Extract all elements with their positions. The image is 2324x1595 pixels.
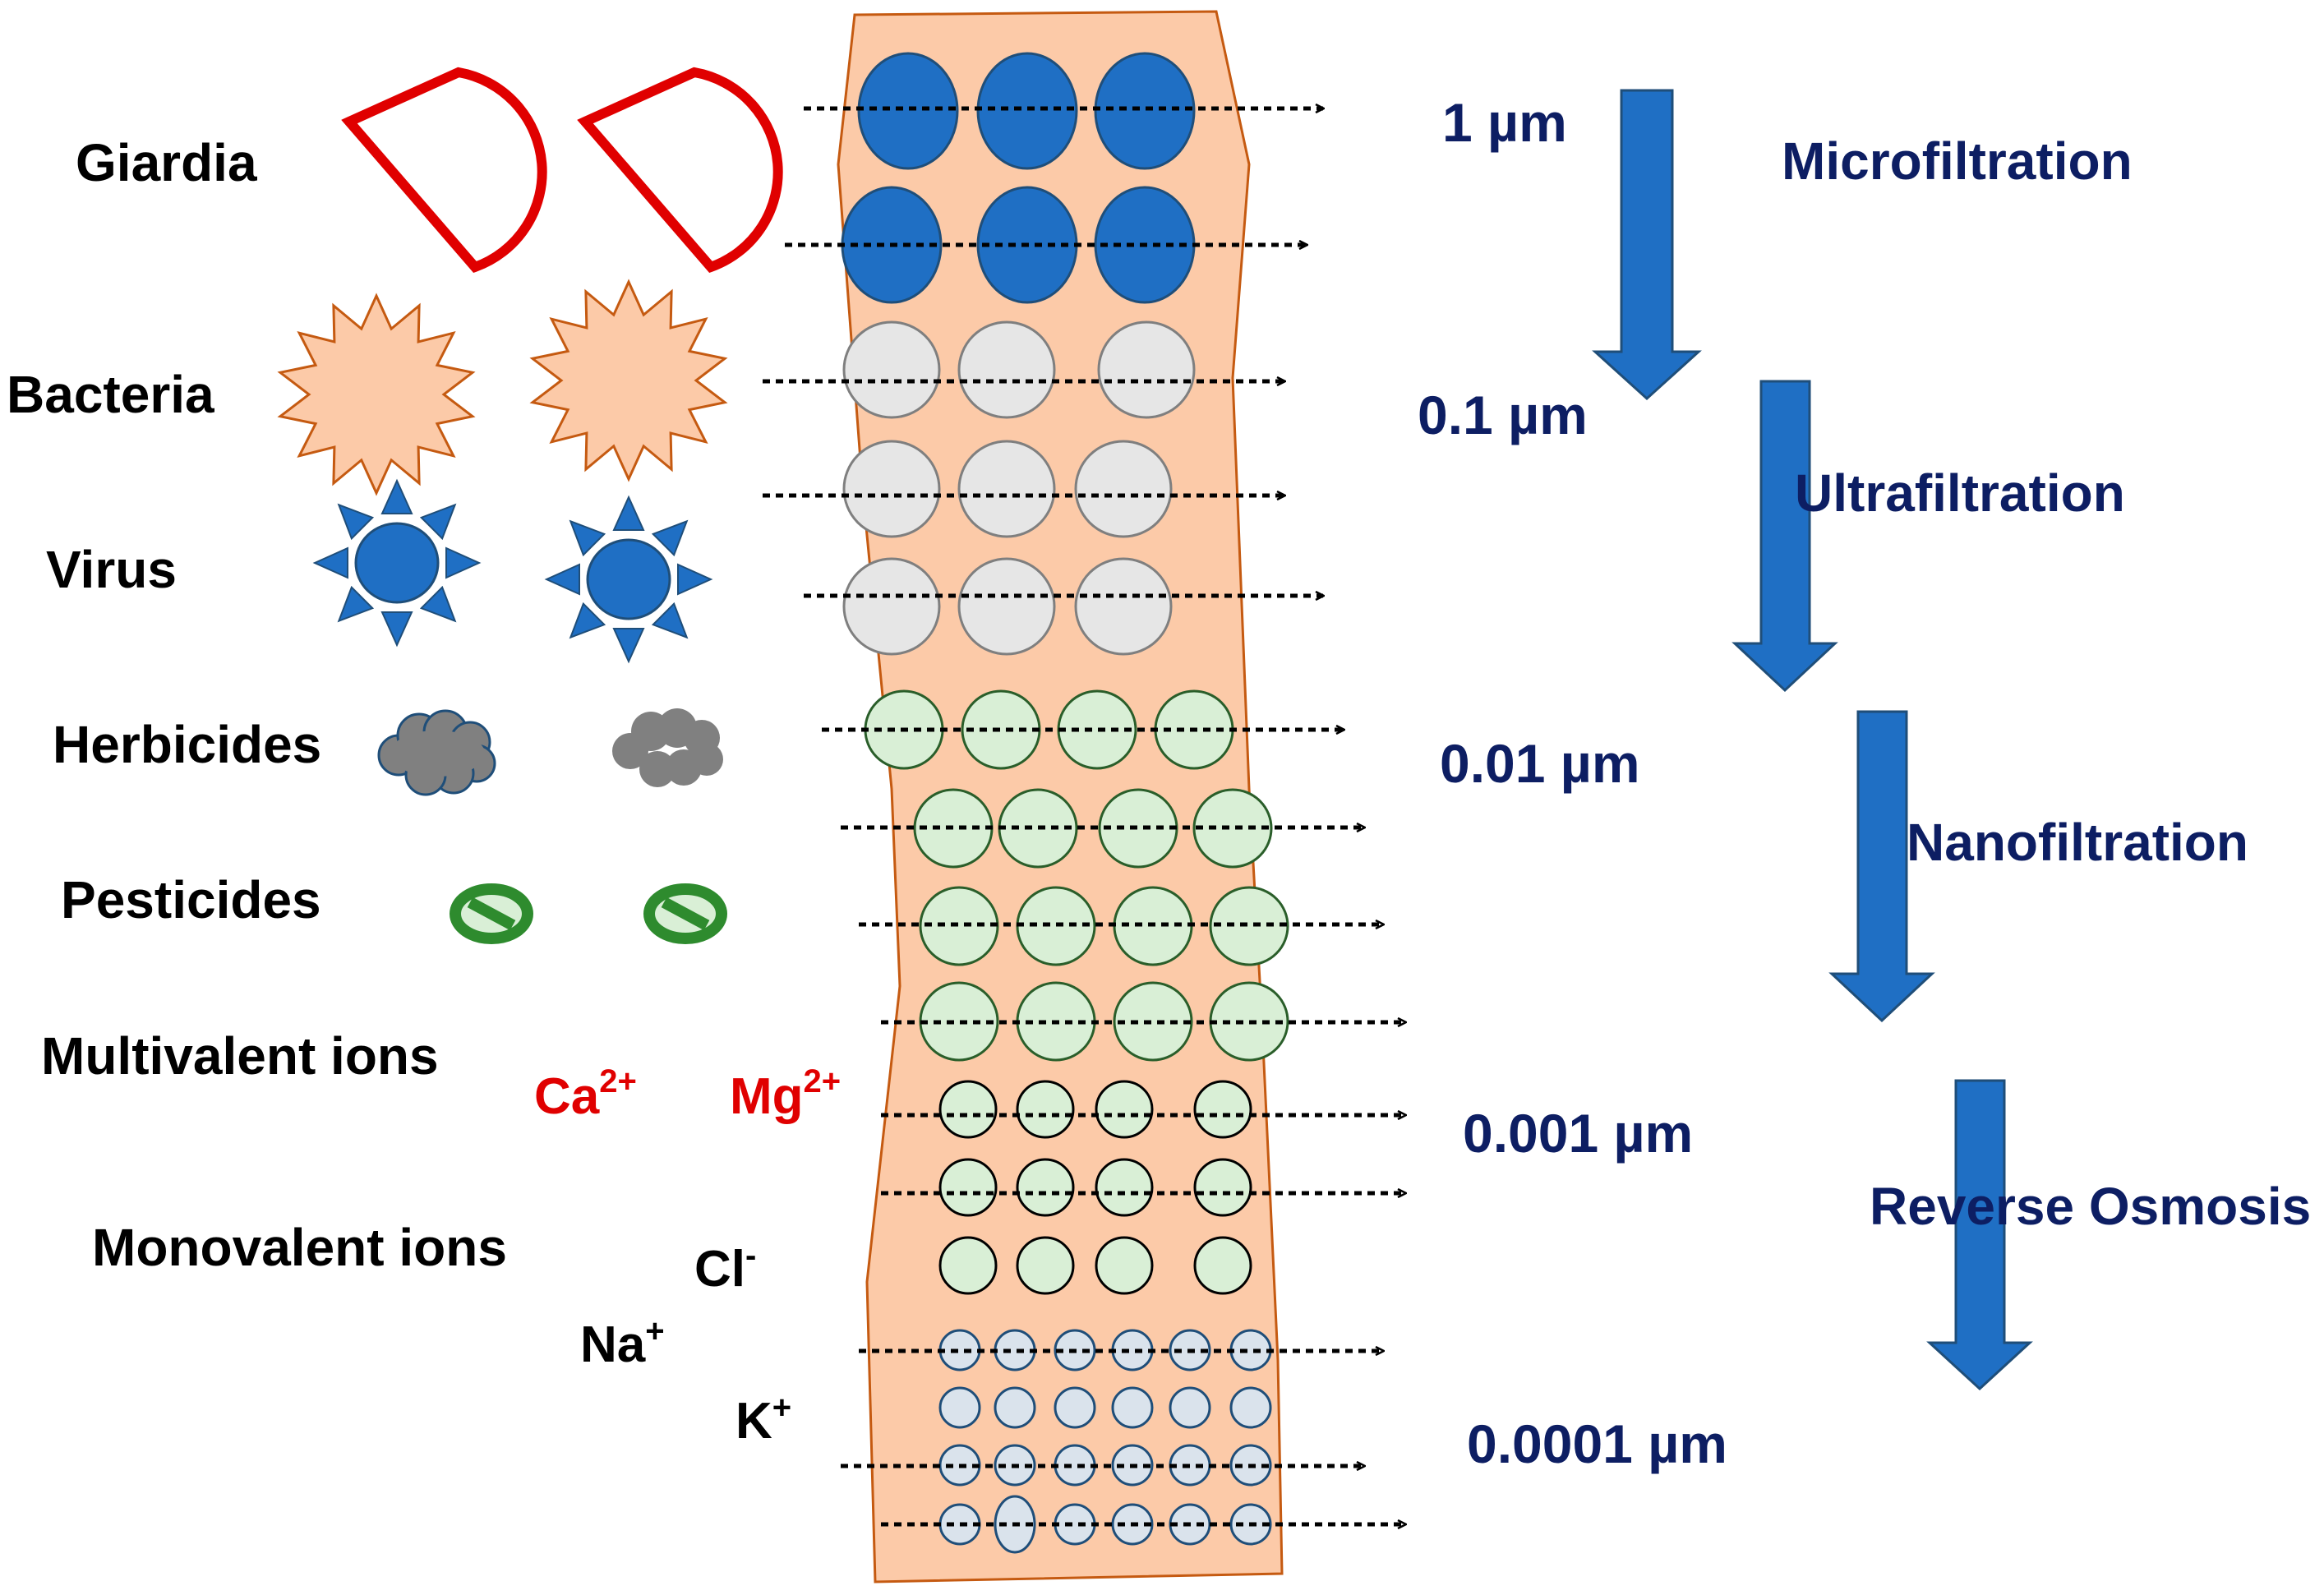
pore: [938, 1080, 998, 1139]
pore: [1098, 788, 1178, 869]
virus-icon: [544, 495, 713, 664]
pore: [919, 981, 999, 1062]
pore: [1097, 320, 1196, 419]
pore: [1057, 689, 1137, 770]
label-herbicides: Herbicides: [53, 715, 321, 774]
bacteria-icon: [529, 279, 728, 482]
ion-chloride: Cl-: [694, 1238, 756, 1298]
label-giardia: Giardia: [76, 133, 257, 192]
herbicide-icon: [612, 708, 723, 787]
pore: [1169, 1386, 1211, 1429]
pore: [1054, 1503, 1096, 1546]
pore: [1209, 886, 1289, 966]
pore: [957, 557, 1056, 656]
ion-sodium: Na+: [580, 1313, 665, 1373]
giardia-icon: [341, 67, 547, 274]
label-multivalent-ions: Multivalent ions: [41, 1026, 439, 1086]
nanofiltration-arrow: [1828, 710, 1935, 1023]
process-ultrafiltration: Ultrafiltration: [1795, 463, 2125, 523]
flow-arrows: [763, 108, 1405, 1524]
pore: [1016, 1080, 1075, 1139]
pore: [1193, 1158, 1252, 1217]
ion-calcium: Ca2+: [534, 1063, 637, 1125]
pore: [994, 1386, 1036, 1429]
pore: [1229, 1386, 1272, 1429]
size-label-1um: 1 µm: [1442, 92, 1567, 153]
pore: [1054, 1444, 1096, 1487]
pore: [1074, 440, 1173, 538]
pore: [961, 689, 1041, 770]
pore: [1193, 1236, 1252, 1295]
pore: [938, 1329, 981, 1371]
ultrafiltration-arrow: [1731, 380, 1838, 693]
pore: [957, 440, 1056, 538]
microfiltration-arrow: [1592, 89, 1702, 401]
virus-icon: [312, 478, 482, 648]
process-reverse-osmosis: Reverse Osmosis: [1870, 1177, 2311, 1236]
pore: [938, 1236, 998, 1295]
pore: [857, 52, 959, 170]
ion-magnesium: Mg2+: [730, 1063, 841, 1125]
pore: [842, 440, 941, 538]
pore: [1016, 1236, 1075, 1295]
pore: [842, 320, 941, 419]
pesticide-icon: [643, 883, 727, 944]
pore: [1095, 1236, 1154, 1295]
pore: [1016, 1158, 1075, 1217]
size-label-0-0001um: 0.0001 µm: [1467, 1413, 1727, 1474]
pore: [1113, 981, 1193, 1062]
pore: [1095, 1158, 1154, 1217]
pore: [1054, 1386, 1096, 1429]
pore: [1192, 788, 1273, 869]
process-microfiltration: Microfiltration: [1782, 131, 2133, 191]
label-monovalent-ions: Monovalent ions: [92, 1218, 507, 1277]
ion-potassium: K+: [735, 1390, 791, 1450]
pore: [1094, 52, 1196, 170]
pore: [938, 1158, 998, 1217]
label-pesticides: Pesticides: [61, 870, 321, 929]
pore: [957, 320, 1056, 419]
pore: [1111, 1386, 1154, 1429]
bacteria-icon: [277, 293, 476, 496]
process-nanofiltration: Nanofiltration: [1907, 813, 2248, 872]
size-label-0-1um: 0.1 µm: [1418, 385, 1588, 445]
label-bacteria: Bacteria: [7, 365, 214, 424]
pore: [994, 1329, 1036, 1371]
label-virus: Virus: [46, 540, 177, 599]
pore: [1111, 1329, 1154, 1371]
pore: [976, 52, 1078, 170]
size-label-0-001um: 0.001 µm: [1463, 1103, 1693, 1164]
pore: [1193, 1080, 1252, 1139]
pesticide-icon: [450, 883, 533, 944]
giardia-icon: [577, 67, 783, 274]
size-label-0-01um: 0.01 µm: [1440, 733, 1640, 794]
pore: [919, 886, 999, 966]
pore: [1229, 1329, 1272, 1371]
pore: [1095, 1080, 1154, 1139]
pore: [1074, 557, 1173, 656]
pore: [842, 557, 941, 656]
pore: [938, 1386, 981, 1429]
reverse-osmosis-arrow: [1926, 1079, 2033, 1391]
herbicide-icon: [377, 709, 496, 796]
